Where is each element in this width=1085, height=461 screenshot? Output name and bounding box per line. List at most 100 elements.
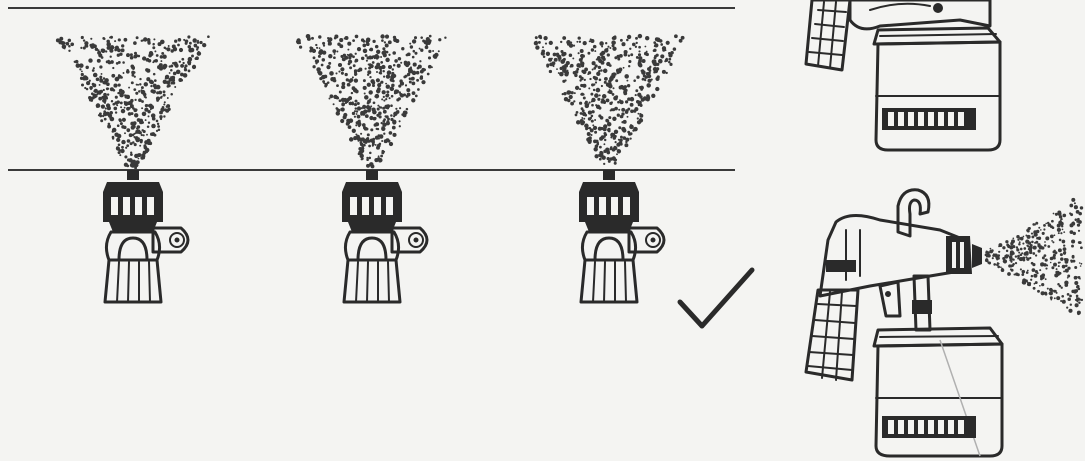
spray-dot [120,122,123,125]
spray-dot [378,155,380,157]
spray-dot [147,41,150,44]
spray-dot [1017,255,1020,258]
spray-dot [347,54,349,56]
spray-dot [106,103,110,107]
spray-dot [587,132,591,136]
spray-dot [570,102,574,106]
spray-dot [389,97,391,99]
spray-dot [367,39,370,42]
spray-dot [605,69,607,71]
spray-dot [1035,222,1038,225]
spray-dot [570,66,572,68]
spray-dot [992,257,994,259]
spray-dot [392,68,394,70]
spray-dot [122,61,125,64]
spray-dot [323,82,325,84]
spray-dot [118,38,121,41]
spray-dot [611,40,616,45]
spray-dot [369,48,373,52]
spray-dot [588,71,591,74]
spray-dot [148,54,152,58]
spray-dot [372,138,375,141]
spray-dot [1010,261,1012,263]
spray-dot [638,46,641,49]
spray-dot [127,101,131,105]
spray-dot [130,56,134,60]
spray-dot [174,86,176,88]
spray-gun-icon-top [806,0,1000,150]
spray-dot [657,75,660,78]
spray-dot [153,113,155,115]
spray-dot [607,122,612,127]
spray-dot [587,52,590,55]
spray-dot [1007,272,1011,276]
spray-dot [638,59,642,63]
spray-dot [333,103,335,105]
spray-dot [90,88,92,90]
spray-dot [580,61,584,65]
spray-dot [420,76,424,80]
spray-dot [180,79,183,82]
spray-dot [170,93,173,96]
spray-dot [118,151,121,154]
spray-dot [147,125,150,128]
spray-dot [109,111,113,115]
spray-dot [396,98,399,101]
spray-dot [381,126,383,128]
spray-dot [345,73,348,76]
spray-dot [349,66,352,69]
spray-dot [620,136,623,139]
spray-dot [159,111,163,115]
spray-dot [392,133,396,137]
spray-dot [84,87,86,89]
spray-dot [1047,245,1050,248]
spray-dot [1038,250,1041,253]
spray-dot [90,38,92,40]
spray-dot [569,53,573,57]
spray-dot [122,118,126,122]
spray-dot [419,48,421,50]
spray-dot [96,77,100,81]
spray-dot [141,129,143,131]
spray-dot [1041,283,1044,286]
spray-dot [666,72,668,74]
spray-dot [1067,267,1070,270]
spray-dot [118,84,121,87]
spray-dot [605,42,607,44]
spray-dot [602,94,607,99]
spray-dot [310,47,313,50]
spray-dot [985,252,987,254]
spray-dot [579,102,582,105]
spray-dot [113,47,115,49]
spray-dot [627,108,630,111]
spray-dot [546,65,549,68]
spray-dot [333,95,337,99]
spray-dot [1042,232,1045,235]
spray-dot [637,113,639,115]
spray-dot [1062,300,1066,304]
spray-dot [628,65,630,67]
spray-dot [642,59,646,63]
spray-dot [105,78,109,82]
spray-dot [94,89,98,93]
spray-dot [631,98,634,101]
spray-dot [638,53,641,56]
spray-dot [562,80,565,83]
spray-dot [127,158,130,161]
spray-dot [207,35,210,38]
spray-dot [119,154,121,156]
spray-dot [404,114,406,116]
spray-dot [111,74,115,78]
spray-dot [1026,271,1029,274]
spray-dot [601,45,603,47]
spray-dot [645,36,649,40]
spray-dot [1041,291,1045,295]
spray-dot [1065,258,1069,262]
spray-dot [376,146,380,150]
spray-dot [380,70,382,72]
spray-dot [147,110,150,113]
spray-dot [344,36,348,40]
spray-dot [385,98,387,100]
spray-dot [1080,265,1082,267]
spray-dot [559,72,564,77]
